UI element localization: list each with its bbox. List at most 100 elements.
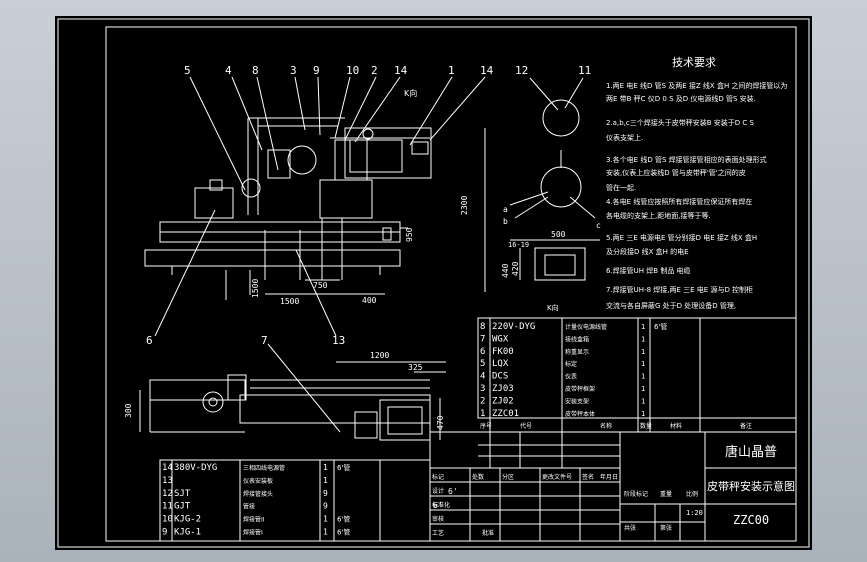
bom-row-qty: 1	[641, 335, 645, 343]
balloon-1: 1	[448, 64, 455, 77]
bom-row-no: 5	[480, 359, 485, 369]
bom-row-name: 称重显示	[565, 348, 589, 356]
balloon-10: 10	[346, 64, 359, 77]
bom-row-name: 安装支架	[565, 397, 589, 405]
company-name: 唐山晶普	[725, 444, 777, 460]
bom-row-qty: 1	[641, 323, 645, 331]
bom-row-qty: 1	[323, 515, 328, 524]
bom-row-qty: 1	[641, 360, 645, 368]
point-b: b	[503, 217, 508, 226]
tech-req-line: 2.a,b,c三个焊接头于皮带秤安装B 安装于D C S	[606, 118, 754, 127]
balloon-3: 3	[290, 64, 297, 77]
title-block-label: 比例	[686, 490, 698, 498]
pipe-size-a: 6'	[448, 487, 458, 496]
balloon-6: 6	[146, 334, 153, 347]
bom-row-qty: 1	[641, 385, 645, 393]
tech-req-line: 及分段接D 线X 盒H 的电E	[606, 247, 689, 256]
bom-row-no: 2	[480, 396, 485, 406]
title-block-label: 更改文件号	[542, 473, 572, 481]
outer-border	[57, 18, 810, 548]
balloon-9: 9	[313, 64, 320, 77]
bom-row-qty: 1	[641, 397, 645, 405]
tech-req-line: 各电缆的支架上,距地面,接等于等.	[606, 211, 711, 220]
bom-left-grid	[159, 459, 431, 542]
bom-row-no: 10	[162, 515, 173, 525]
bom-header-cell: 序号	[480, 422, 492, 430]
bom-row-qty: 9	[323, 489, 328, 498]
bom-row-no: 4	[480, 372, 485, 382]
point-c: c	[596, 221, 601, 230]
bom-header-cell: 备注	[740, 422, 752, 430]
bom-row-note: 6'管	[654, 322, 667, 331]
title-block-label: 设计	[432, 487, 444, 495]
title-block-label: 标记	[432, 473, 444, 481]
bom-row-name: 管接	[243, 503, 255, 511]
bom-row-note: 6'管	[337, 515, 350, 524]
bom-row-code: ZJ02	[492, 396, 514, 406]
bom-header-cell: 名称	[600, 422, 612, 430]
drawing-title: 皮带秤安装示意图	[707, 479, 795, 493]
tech-req-line: 两E 带B 秤C 仪D 0 S 及D 仪电源线D 管S 安装.	[606, 94, 756, 103]
bom-row-code: SJT	[174, 489, 191, 499]
dim-500: 500	[551, 230, 566, 239]
bom-row-name: 三相四线电源管	[243, 464, 285, 472]
title-block-label: 审核	[432, 515, 444, 523]
bom-row-qty: 1	[641, 410, 645, 418]
pipe-size-b: 6'	[433, 501, 443, 510]
dim-2300: 2300	[460, 196, 469, 215]
dim-325: 325	[408, 363, 423, 372]
balloon-14: 14	[480, 64, 494, 77]
bom-row-code: WGX	[492, 334, 509, 344]
leader-lines	[154, 76, 486, 433]
bom-row-code: KJG-1	[174, 528, 201, 538]
bom-header-cell: 数量	[640, 422, 652, 430]
elevation-view	[144, 117, 486, 300]
dim-16-19: 16-19	[508, 241, 529, 249]
bom-row-note: 6'管	[337, 463, 350, 472]
bom-row-qty: 1	[323, 528, 328, 537]
bom-row-code: 220V-DYG	[492, 322, 535, 332]
bom-right-header: 序号 代号 名称 数量 材料 备注	[480, 422, 752, 430]
bom-row-no: 14	[162, 463, 173, 473]
tech-req-title: 技术要求	[672, 56, 716, 69]
balloon-11: 11	[578, 64, 591, 77]
title-block-labels: 标记处数分区更改文件号签名年月日设计标准化审核工艺批准阶段标记重量比例共张第张	[432, 473, 698, 537]
bom-header-cell: 代号	[520, 422, 532, 430]
tech-req-line: 安装,仪表上应装线D 管与皮带秤'管'之间的皮	[606, 168, 746, 177]
bom-row-code: DCS	[492, 372, 508, 382]
bom-row-note: 6'管	[337, 528, 350, 537]
bom-row-name: 焊接管I	[243, 529, 263, 537]
title-block-label: 年月日	[600, 473, 618, 481]
sheet-background	[55, 16, 812, 550]
balloon-4: 4	[225, 64, 232, 77]
balloon-2: 2	[371, 64, 378, 77]
dim-1500v: 1500	[251, 279, 260, 298]
bom-row-name: 焊接管II	[243, 516, 265, 524]
tech-req-line: 4.各电E 线管应按照所有焊接管应保证所有焊在	[606, 197, 752, 206]
dim-420: 420	[511, 261, 520, 276]
plan-view	[139, 361, 446, 441]
bom-row-qty: 1	[323, 463, 328, 472]
bom-row-no: 3	[480, 384, 485, 394]
bom-row-code: FK00	[492, 347, 514, 357]
title-block-label: 第张	[660, 524, 672, 532]
tech-req-line: 交流与各自屏蔽G 处于D 处理设备D 管理,	[606, 301, 736, 310]
balloon-5: 5	[184, 64, 191, 77]
bom-row-no: 9	[162, 528, 167, 538]
point-a: a	[503, 205, 508, 214]
bom-row-code: 380V-DYG	[174, 463, 217, 473]
title-block-label: 工艺	[432, 529, 444, 537]
bom-row-name: 皮带秤本体	[565, 410, 595, 418]
bom-row-no: 8	[480, 322, 485, 332]
bom-row-name: 仪表安装板	[243, 477, 273, 485]
bom-row-code: LQX	[492, 359, 509, 369]
bom-row-name: 计量仪电源线管	[565, 323, 607, 331]
bom-row-no: 7	[480, 334, 485, 344]
dim-300: 300	[124, 403, 133, 418]
bom-header-cell: 材料	[670, 422, 682, 430]
